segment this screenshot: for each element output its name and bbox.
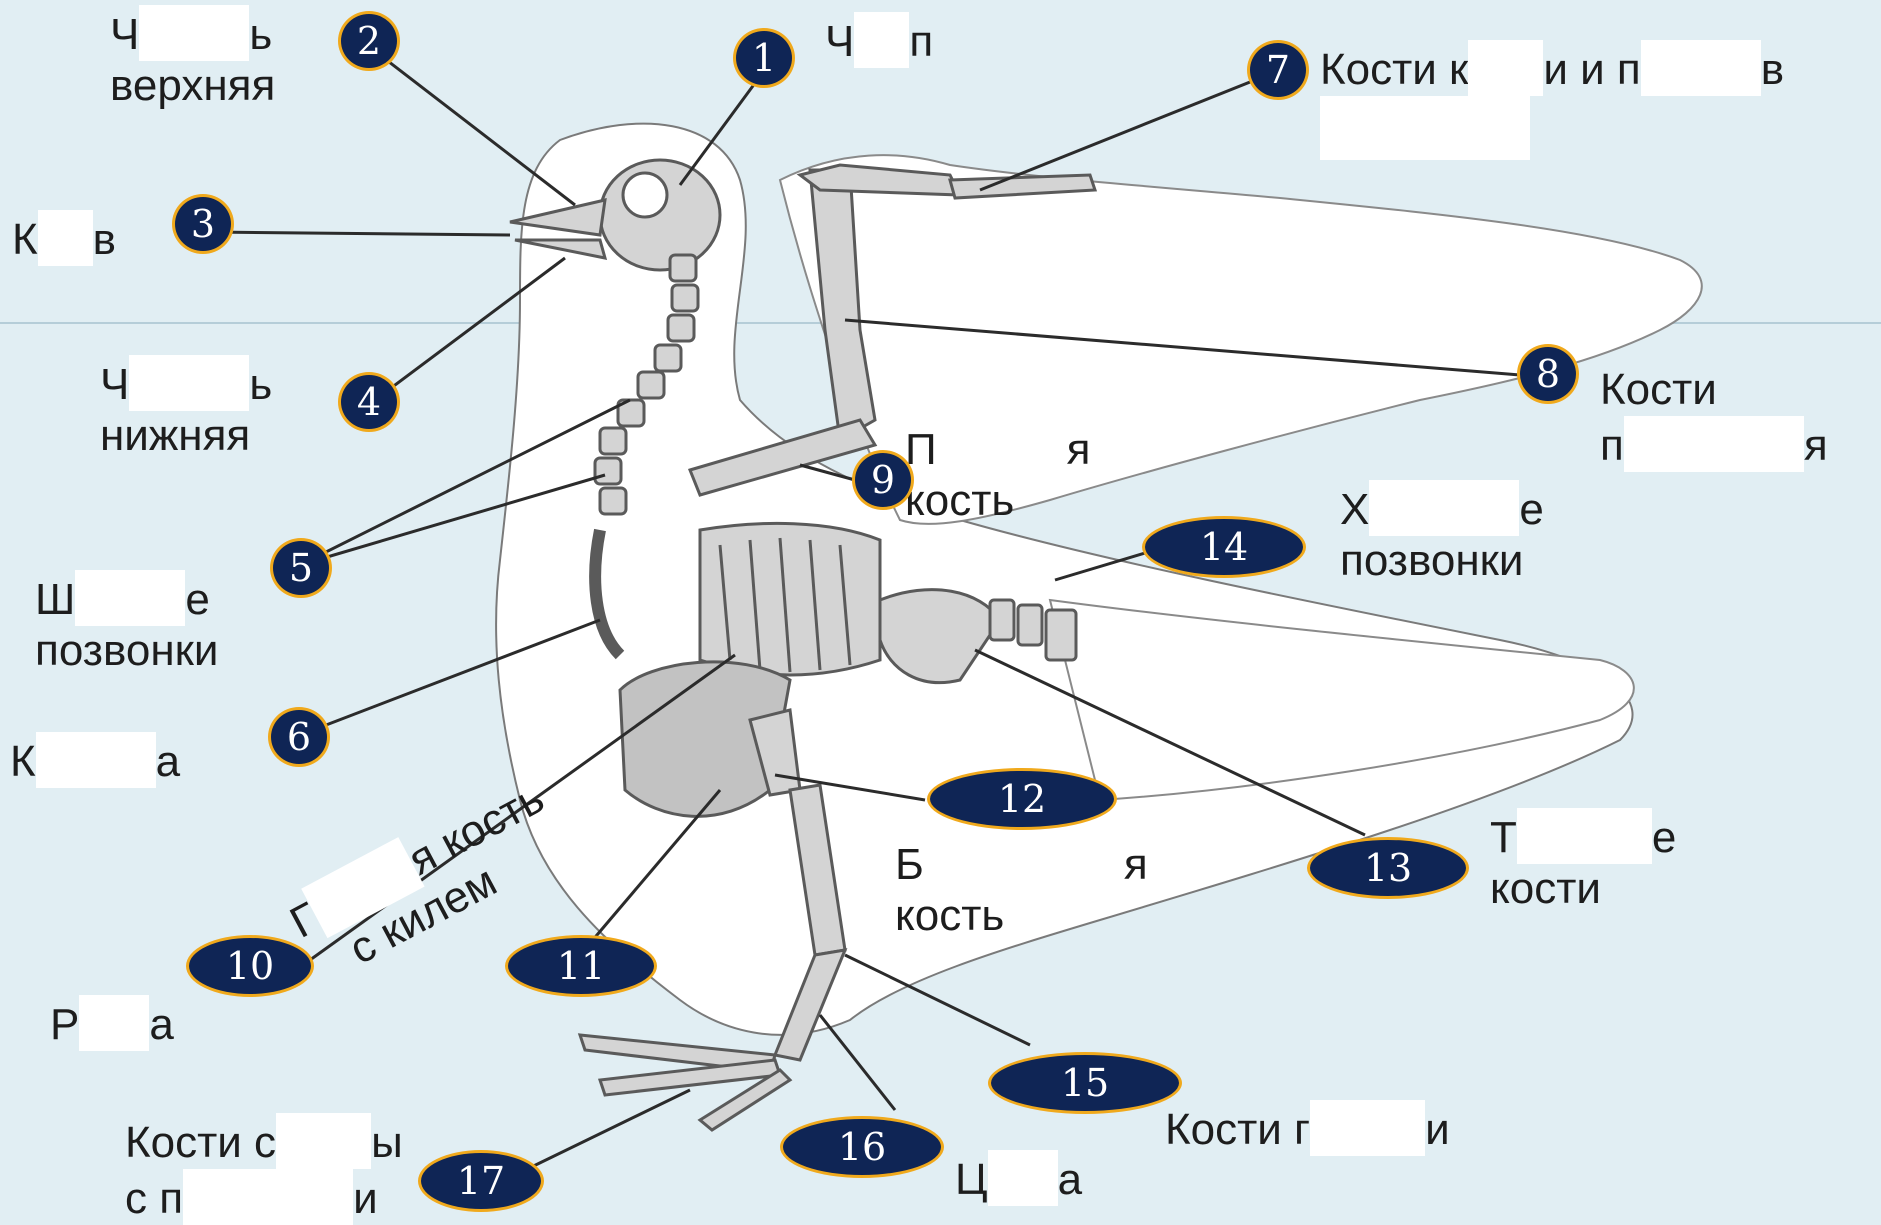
badge-3: 3 — [172, 194, 234, 254]
badge-14: 14 — [1142, 516, 1306, 578]
badge-10: 10 — [186, 935, 314, 997]
badge-1: 1 — [733, 28, 795, 88]
badge-2: 2 — [338, 11, 400, 71]
badge-7: 7 — [1247, 40, 1309, 100]
badge-15: 15 — [988, 1052, 1182, 1114]
badge-6: 6 — [268, 707, 330, 767]
badge-12: 12 — [927, 768, 1117, 830]
badge-17: 17 — [418, 1150, 544, 1212]
skull-bone — [600, 160, 720, 270]
badge-9: 9 — [852, 450, 914, 510]
badge-4: 4 — [338, 372, 400, 432]
badge-16: 16 — [780, 1116, 944, 1178]
eye-socket — [623, 173, 667, 217]
rib-cage — [700, 523, 880, 675]
badge-11: 11 — [505, 935, 657, 997]
badge-5: 5 — [270, 538, 332, 598]
badge-8: 8 — [1517, 344, 1579, 404]
badge-13: 13 — [1307, 837, 1469, 899]
